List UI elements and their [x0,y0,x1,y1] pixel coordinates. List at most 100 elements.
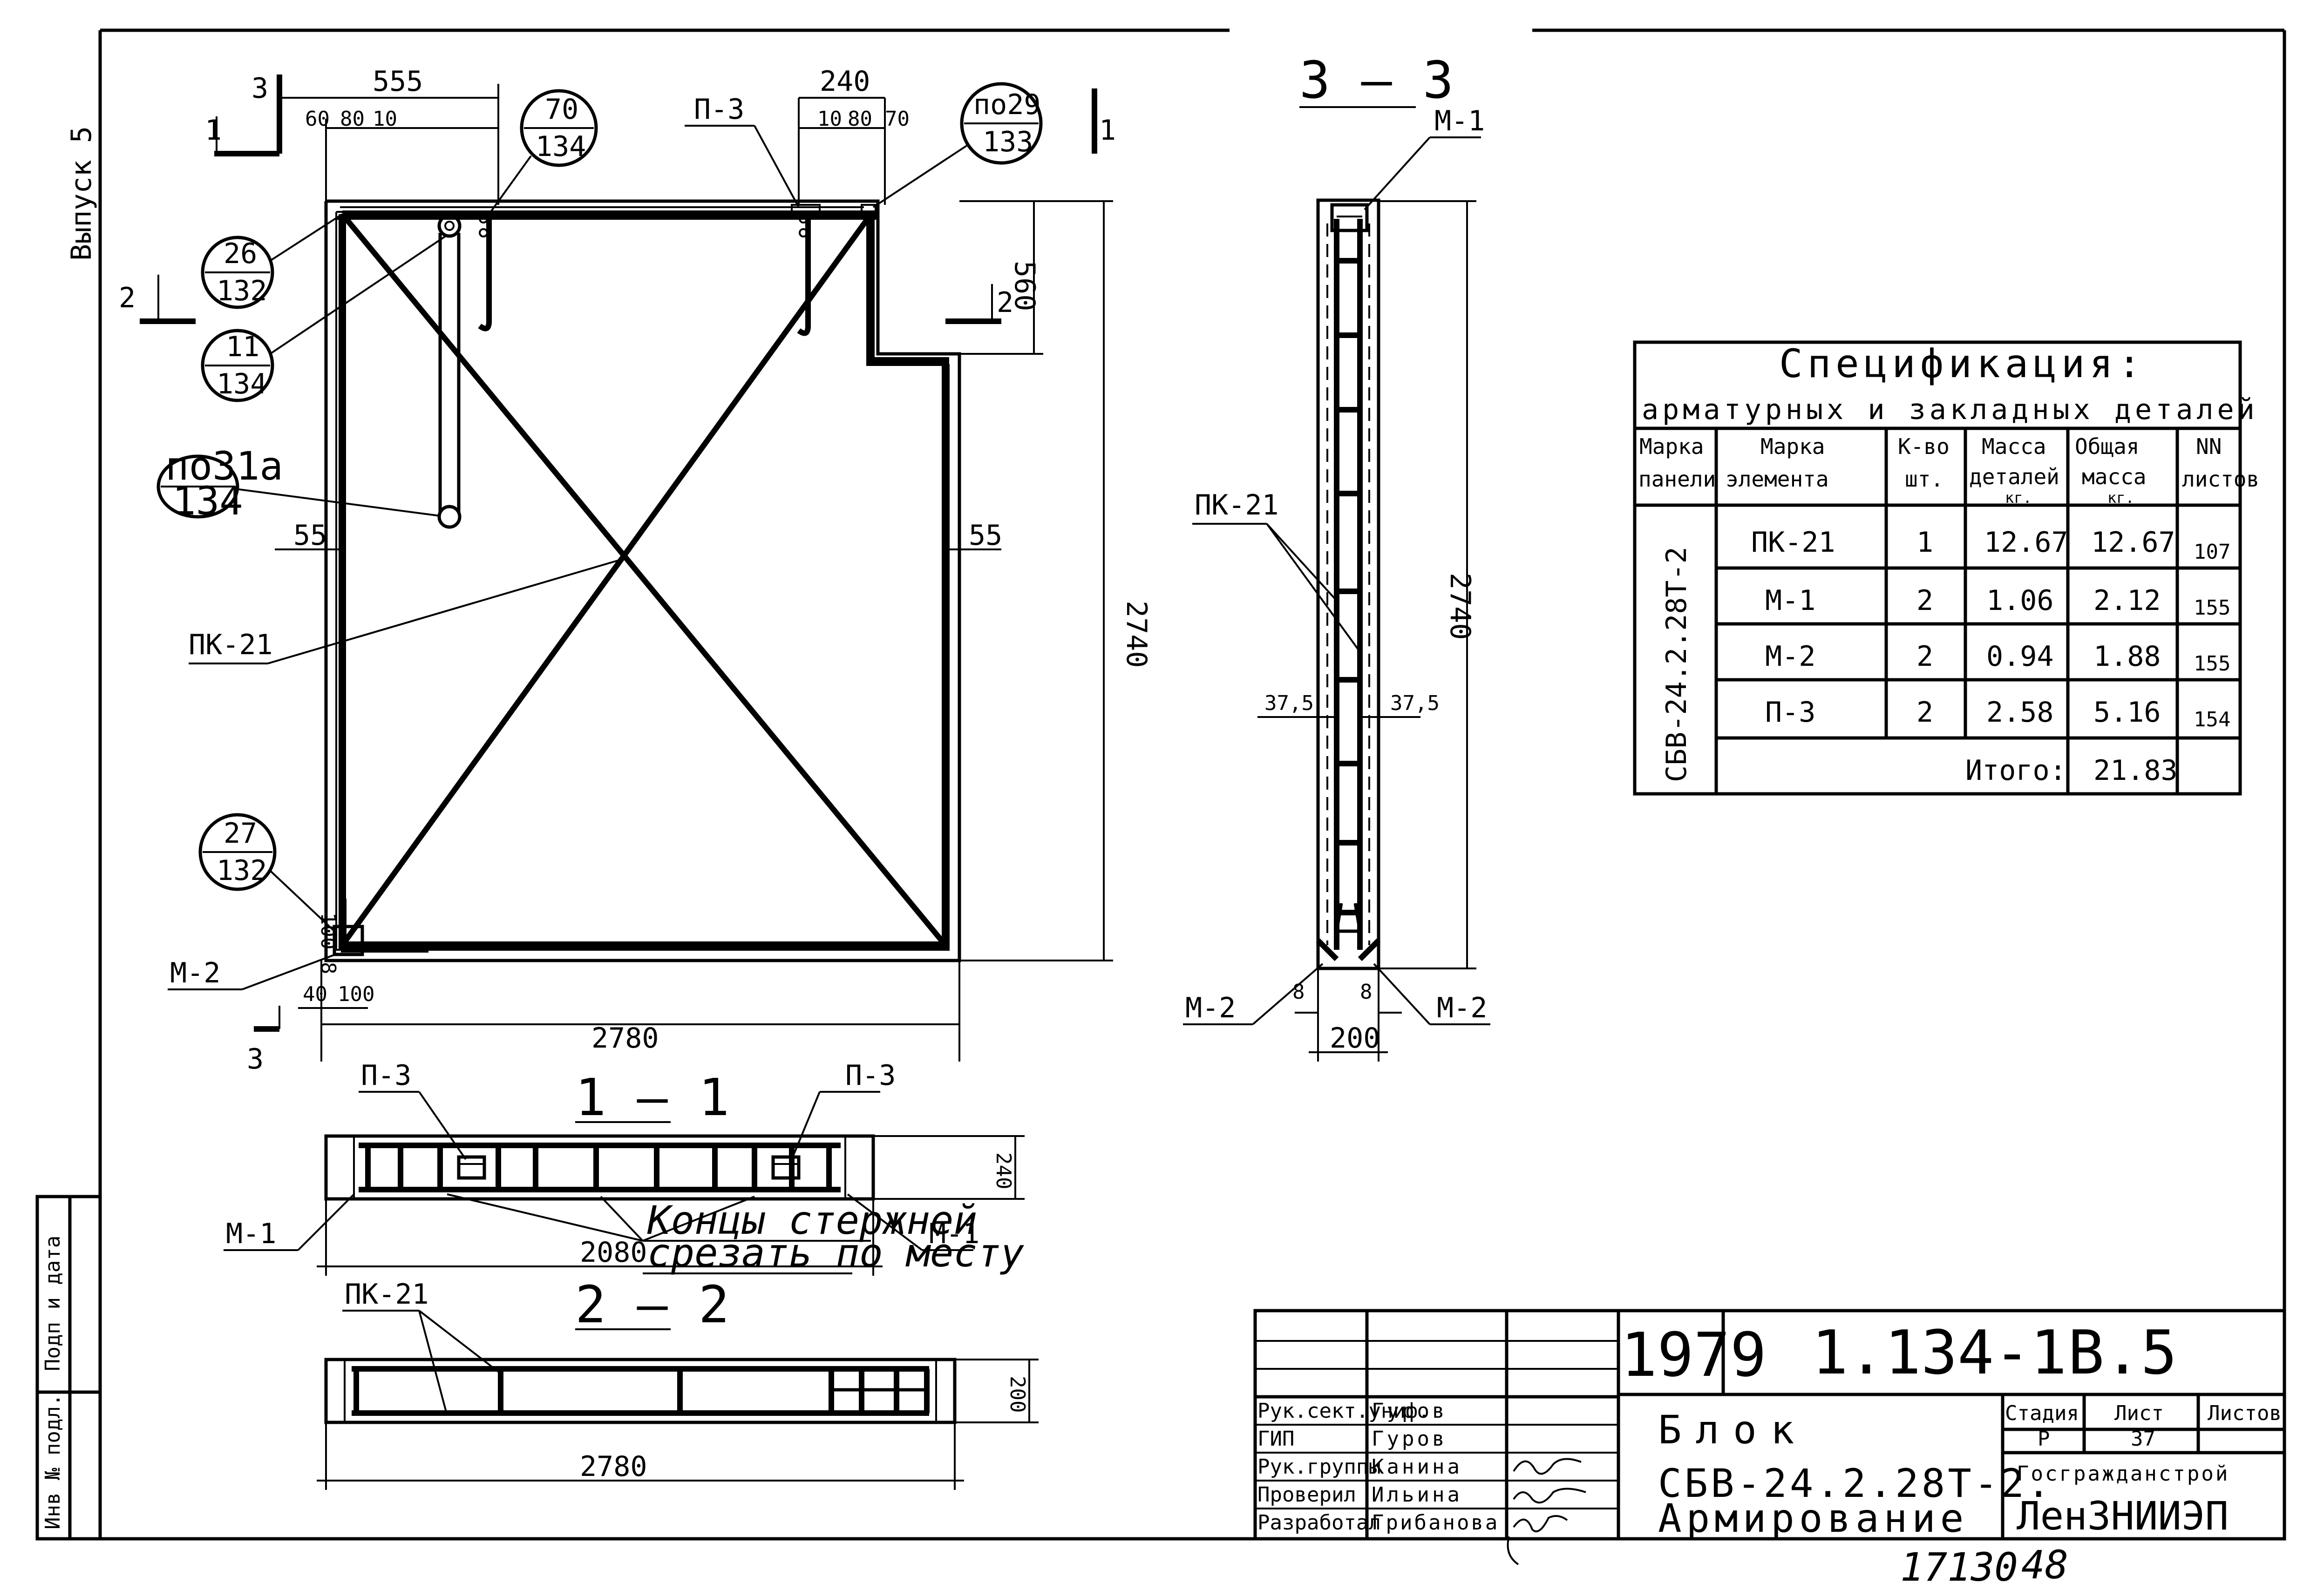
dim-560: 560 [1008,261,1041,311]
dim-2780-22: 2780 [580,1450,647,1483]
label-m2-33-right: М-2 [1437,992,1487,1024]
label-m2-33-left: М-2 [1185,992,1236,1024]
title-org-2: ЛенЗНИИЭП [2017,1493,2229,1539]
spec-header-total: Общая масса кг. [2075,434,2159,507]
dim-2780: 2780 [591,1022,659,1055]
title-stage-header: Стадия [2005,1401,2079,1425]
cut-mark-1-right: 1 [1099,114,1116,147]
callout-bottom-text: 134 [536,130,586,163]
title-stage-value: Р [2038,1427,2050,1451]
spec-panel-mark: СБВ-24.2.28Т-2 [1660,547,1693,782]
dim-80: 80 [340,107,365,131]
dim-80b: 80 [848,107,872,131]
role-label: ГИП [1257,1427,1294,1451]
callout-bottom-text: 134 [172,478,243,524]
callout-29-133: по29 133 [872,82,1043,208]
lifting-loop-p3 [478,217,492,332]
title-issue: В.5 [2068,1317,2177,1388]
title-name-2: СБВ-24.2.28Т-2. [1658,1461,2053,1506]
section-1-1-outline [324,1134,875,1201]
spec-header-qty: К-во шт. [1898,434,1962,492]
role-name: Ильина [1372,1483,1462,1507]
spec-cell-mass: 1.06 [1986,584,2054,617]
dim-60: 60 [305,107,330,131]
spec-header-mass: Масса деталей кг. [1969,434,2073,507]
spec-cell-total: 5.16 [2093,696,2161,729]
spec-cell-sheet: 107 [2194,540,2230,564]
role-label: Разработал [1257,1511,1381,1535]
label-p3-11-left: П-3 [361,1059,411,1092]
label-p3: П-3 [694,93,744,126]
dim-55-right: 55 [969,519,1002,552]
callout-top-text: 27 [224,817,257,850]
dim-2740-33: 2740 [1444,573,1476,640]
elevation-dimensions: 555 60 80 10 240 10 80 70 2740 560 55 55… [275,65,1153,1062]
spec-cell-mass: 0.94 [1986,640,2054,673]
callout-bottom-text: 133 [983,126,1033,158]
label-pk21-elev: ПК-21 [189,629,273,661]
spec-cell-total: 1.88 [2093,640,2161,673]
label-m1-33: М-1 [1434,105,1485,137]
dim-2080: 2080 [580,1236,647,1269]
side-sig-date-label: Подп и дата [41,1236,65,1371]
title-sheets-header: Листов [2208,1401,2282,1425]
title-sheet-value: 37 [2131,1427,2155,1451]
side-strip: Подп и дата Инв № подл. Выпуск 5 [35,126,102,1541]
dim-240: 240 [820,65,870,98]
spec-cell-elem: М-2 [1765,640,1815,673]
spec-cell-total: 12.67 [2091,526,2175,559]
spec-cell-sheet: 155 [2194,652,2230,676]
title-roles: Рук.сект.униф. Гуров ГИП Гуров Рук.групп… [1257,1399,1499,1535]
spec-row: М-1 2 1.06 2.12 155 [1765,584,2230,620]
role-name: Канина [1372,1455,1462,1479]
sheet-frame [98,28,2286,1541]
spec-cell-total: 2.12 [2093,584,2161,617]
section-1-1-loop-p3 [457,1155,486,1180]
callout-top-text: 70 [545,93,578,126]
spec-header-panel: Марка панели [1638,434,1717,492]
label-pk21-22: ПК-21 [345,1278,429,1311]
role-name: Гуров [1372,1399,1447,1423]
spec-cell-qty: 2 [1916,696,1933,729]
section-3-3-rungs [1337,258,1360,915]
label-m2-elev: М-2 [170,957,220,989]
lifting-loop-p3 [797,217,811,336]
callout-31a-134: по31а 134 [156,443,441,524]
dim-37-5-right: 37,5 [1390,691,1440,715]
spec-cell-sheet: 154 [2194,708,2230,731]
spec-row: ПК-21 1 12.67 12.67 107 [1751,526,2230,564]
specification-table: Спецификация: арматурных и закладных дет… [1633,340,2259,796]
spec-title-2: арматурных и закладных деталей [1642,393,2258,426]
section-cut-marks: 1 3 1 2 2 3 [119,72,1116,1076]
section-2-2-outline [324,1358,957,1424]
dim-40: 40 [303,982,327,1006]
role-label: Рук.сект.униф. [1257,1399,1430,1423]
note-rod-ends-1: Концы стержней [647,1198,977,1243]
title-code: 1.134-1 [1812,1317,2067,1388]
elevation-view [324,199,961,962]
dim-10: 10 [373,107,397,131]
spec-total-label: Итого: [1965,754,2066,787]
dim-100-8: 100 8 [316,913,340,974]
dim-100: 100 [338,982,374,1006]
cut-mark-1-left: 1 [205,114,222,147]
role-label: Рук.группы [1257,1455,1381,1479]
callout-26-132: 26 132 [201,213,343,309]
spec-cell-elem: М-1 [1765,584,1815,617]
role-name: Грибанова [1372,1511,1499,1535]
label-m1-11-left: М-1 [226,1218,276,1250]
section-1-1-loop-p3 [771,1155,801,1180]
spec-cell-elem: П-3 [1765,696,1815,729]
dim-555: 555 [373,65,423,98]
footer-number-1: 17130 [1900,1544,2018,1590]
dim-70: 70 [885,107,910,131]
dim-37-5-left: 37,5 [1264,691,1314,715]
title-sheet-header: Лист [2114,1401,2164,1425]
spec-title-1: Спецификация: [1779,341,2146,386]
spec-cell-qty: 2 [1916,584,1933,617]
signature-marks [1507,1458,1586,1565]
callout-top-text: по31а [165,443,283,489]
cut-mark-3-top: 3 [251,72,268,105]
title-org-1: Госгражданстрой [2017,1462,2229,1486]
